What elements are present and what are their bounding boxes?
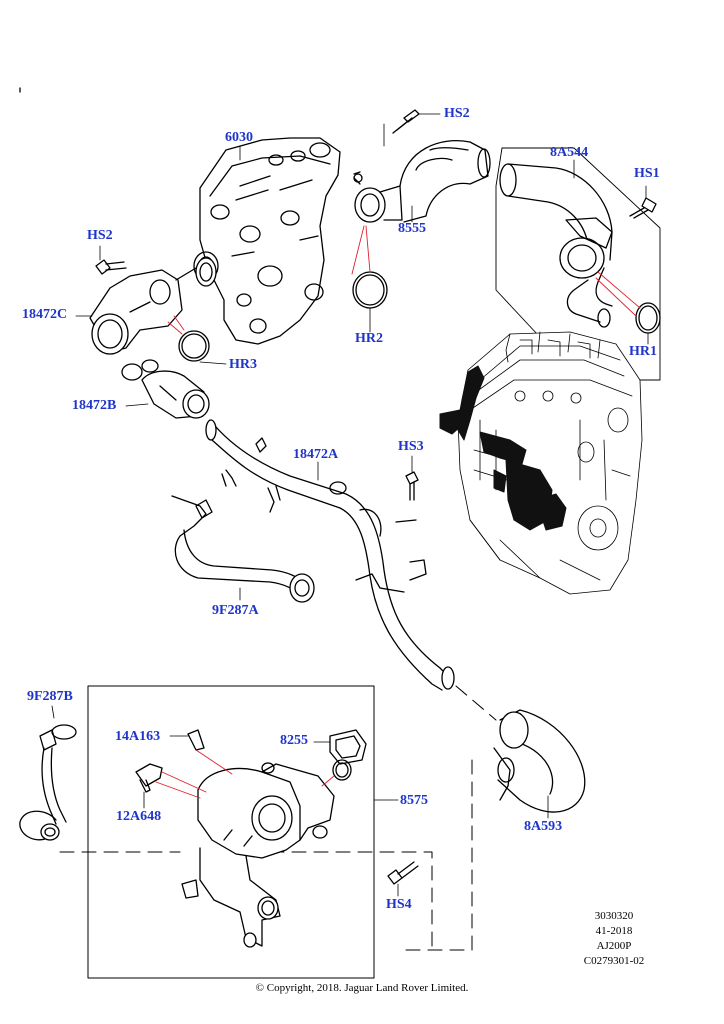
- label-12a648: 12A648: [116, 809, 162, 824]
- copyright-notice: © Copyright, 2018. Jaguar Land Rover Lim…: [255, 982, 469, 994]
- bolt-hs3: [405, 471, 419, 501]
- label-hs2-top: HS2: [444, 106, 470, 121]
- leader-hr3: [199, 361, 227, 365]
- label-8555: 8555: [398, 221, 426, 236]
- hose-8555: [353, 140, 491, 223]
- hose-9f287a: [171, 495, 315, 603]
- reference-line-4: C0279301-02: [583, 955, 645, 967]
- leader-18472b: [125, 403, 149, 407]
- engine-highlight: [439, 365, 567, 531]
- label-hs1: HS1: [634, 166, 660, 181]
- label-hr3: HR3: [229, 357, 257, 372]
- bleed-screw-14a163: [187, 729, 205, 751]
- reference-line-3: AJ200P: [596, 940, 632, 952]
- box-8575: [87, 685, 375, 979]
- label-9f287a: 9F287A: [212, 603, 259, 618]
- label-hs3: HS3: [398, 439, 424, 454]
- thermostat-8575: [181, 762, 335, 948]
- bolt-hs1: [629, 197, 657, 219]
- label-hs2-left: HS2: [87, 228, 113, 243]
- label-hr2: HR2: [355, 331, 383, 346]
- housing-18472c: [89, 257, 217, 355]
- hose-9f287b: [19, 724, 77, 841]
- dash-line-a: [455, 685, 497, 721]
- label-8255: 8255: [280, 733, 308, 748]
- label-18472a: 18472A: [293, 447, 339, 462]
- reference-line-2: 41-2018: [595, 925, 633, 937]
- dash-line-c: [59, 851, 433, 951]
- pipe-8a544: [499, 163, 613, 328]
- bracket-6030: [193, 137, 341, 345]
- pipe-18472a: [205, 419, 455, 691]
- label-8a593: 8A593: [524, 819, 563, 834]
- bolt-hs2-top: [392, 109, 441, 134]
- label-18472c: 18472C: [22, 307, 68, 322]
- sensor-12a648: [135, 763, 163, 793]
- oring-hr2: [352, 271, 388, 309]
- red-leaders: [155, 225, 641, 799]
- label-9f287b: 9F287B: [27, 689, 73, 704]
- label-6030: 6030: [225, 130, 253, 145]
- label-14a163: 14A163: [115, 729, 161, 744]
- label-8575: 8575: [400, 793, 428, 808]
- oring-hr3: [178, 330, 210, 362]
- hose-8a593: [493, 709, 586, 813]
- bolt-hs4: [387, 861, 419, 885]
- label-8a544: 8A544: [550, 145, 589, 160]
- reference-block: 3030320 41-2018 AJ200P C0279301-02: [574, 909, 654, 969]
- dash-line-b: [399, 759, 473, 951]
- label-hr1: HR1: [629, 344, 657, 359]
- connector-18472b: [121, 359, 210, 419]
- label-18472b: 18472B: [72, 398, 117, 413]
- bolt-hs2-left: [95, 259, 127, 275]
- leader-9f287b: [51, 705, 55, 719]
- reference-line-1: 3030320: [594, 910, 634, 922]
- gasket-8255: [329, 729, 367, 781]
- engine-illustration: [457, 331, 643, 595]
- label-hs4: HS4: [386, 897, 412, 912]
